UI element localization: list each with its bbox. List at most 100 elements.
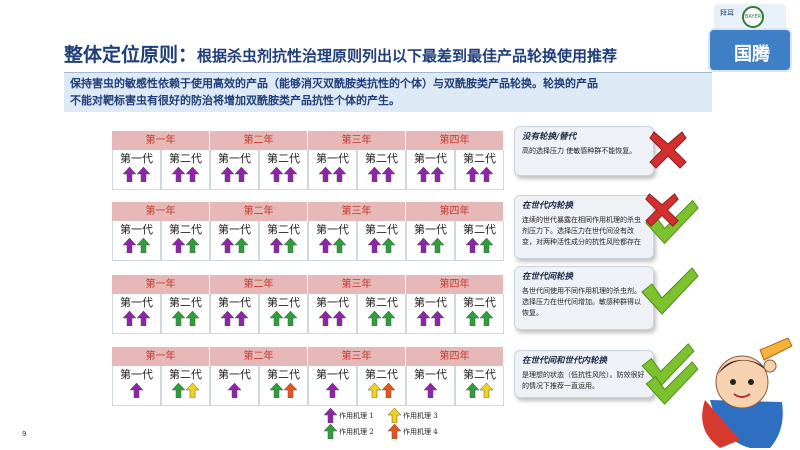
purple-arrow-icon xyxy=(123,238,136,253)
purple-arrow-icon xyxy=(137,167,150,182)
generation-label: 第二代 xyxy=(267,152,300,165)
generation-label: 第一代 xyxy=(120,368,153,381)
mode-of-action-arrows xyxy=(260,167,307,182)
purple-arrow-icon xyxy=(431,167,444,182)
yellow-arrow-icon xyxy=(388,408,401,423)
scenario-table-2: 第一年第二年第三年第四年第一代第二代第一代第二代第一代第二代第一代第二代 xyxy=(112,202,504,261)
green-arrow-icon xyxy=(172,383,185,398)
purple-arrow-icon xyxy=(221,167,234,182)
scenario-info-box: 没有轮换/替代高的选择压力 使敏感种群不能恢复。 xyxy=(514,126,654,176)
generation-row: 第一代第二代第一代第二代第一代第二代第一代第二代 xyxy=(112,294,504,334)
purple-arrow-icon xyxy=(417,167,430,182)
purple-arrow-icon xyxy=(221,238,234,253)
info-text: 各世代间使用不同作用机理的杀虫剂。选择压力在世代间增加。敏感种群得以恢复。 xyxy=(522,287,641,317)
legend-item: 作用机理 4 xyxy=(388,424,438,439)
generation-cell: 第二代 xyxy=(455,366,504,406)
generation-label: 第一代 xyxy=(120,223,153,236)
generation-label: 第二代 xyxy=(365,152,398,165)
generation-label: 第一代 xyxy=(414,152,447,165)
green-arrow-icon xyxy=(480,238,493,253)
purple-arrow-icon xyxy=(123,167,136,182)
green-arrow-icon xyxy=(382,311,395,326)
mode-of-action-arrows xyxy=(309,238,356,253)
green-arrow-icon xyxy=(431,238,444,253)
generation-label: 第二代 xyxy=(169,368,202,381)
generation-row: 第一代第二代第一代第二代第一代第二代第一代第二代 xyxy=(112,150,504,190)
year-cell: 第二年 xyxy=(210,131,308,150)
purple-arrow-icon xyxy=(324,408,337,423)
info-text: 高的选择压力 使敏感种群不能恢复。 xyxy=(522,147,637,155)
year-cell: 第三年 xyxy=(308,202,406,221)
year-cell: 第一年 xyxy=(112,202,210,221)
purple-arrow-icon xyxy=(431,311,444,326)
purple-arrow-icon xyxy=(319,167,332,182)
generation-cell: 第二代 xyxy=(357,150,406,190)
green-arrow-icon xyxy=(270,383,283,398)
mode-of-action-arrows xyxy=(260,311,307,326)
generation-label: 第一代 xyxy=(316,152,349,165)
green-arrow-icon xyxy=(284,311,297,326)
yellow-arrow-icon xyxy=(480,383,493,398)
mode-of-action-arrows xyxy=(162,167,209,182)
scenario-info-box: 在世代间和世代内轮换是理想的状态（低抗性风险）。防效很好的情况下推荐一直运用。 xyxy=(514,350,654,398)
brand-logo: 拜耳 BAYER 国腾 xyxy=(700,0,800,78)
purple-arrow-icon xyxy=(368,238,381,253)
year-header-row: 第一年第二年第三年第四年 xyxy=(112,202,504,221)
generation-cell: 第二代 xyxy=(161,294,210,334)
yellow-arrow-icon xyxy=(368,383,381,398)
brand-small-label: 拜耳 xyxy=(720,9,734,17)
mode-of-action-arrows xyxy=(309,311,356,326)
purple-arrow-icon xyxy=(270,238,283,253)
generation-row: 第一代第二代第一代第二代第一代第二代第一代第二代 xyxy=(112,366,504,406)
generation-label: 第二代 xyxy=(463,296,496,309)
purple-arrow-icon xyxy=(466,167,479,182)
year-cell: 第二年 xyxy=(210,275,308,294)
green-arrow-icon xyxy=(466,383,479,398)
green-arrow-icon xyxy=(480,311,493,326)
generation-label: 第二代 xyxy=(365,223,398,236)
info-title: 在世代内轮换 xyxy=(522,201,574,211)
generation-cell: 第二代 xyxy=(357,221,406,261)
generation-row: 第一代第二代第一代第二代第一代第二代第一代第二代 xyxy=(112,221,504,261)
generation-label: 第二代 xyxy=(463,368,496,381)
mode-of-action-arrows xyxy=(358,167,405,182)
mode-of-action-arrows xyxy=(407,311,454,326)
generation-cell: 第一代 xyxy=(308,221,357,261)
mode-of-action-arrows xyxy=(309,383,356,398)
generation-cell: 第二代 xyxy=(259,221,308,261)
green-arrow-icon xyxy=(382,238,395,253)
year-header-row: 第一年第二年第三年第四年 xyxy=(112,347,504,366)
year-cell: 第四年 xyxy=(406,275,504,294)
mode-of-action-arrows xyxy=(358,383,405,398)
generation-cell: 第二代 xyxy=(259,150,308,190)
evaluation-mark xyxy=(648,130,688,174)
generation-cell: 第一代 xyxy=(112,150,161,190)
info-title: 没有轮换/替代 xyxy=(522,132,577,142)
year-cell: 第一年 xyxy=(112,347,210,366)
purple-arrow-icon xyxy=(319,238,332,253)
mode-of-action-arrows xyxy=(211,167,258,182)
mode-of-action-arrows xyxy=(407,167,454,182)
mode-of-action-arrows xyxy=(113,238,160,253)
year-cell: 第四年 xyxy=(406,347,504,366)
generation-label: 第二代 xyxy=(267,296,300,309)
yellow-arrow-icon xyxy=(186,383,199,398)
mode-of-action-arrows xyxy=(358,238,405,253)
generation-label: 第一代 xyxy=(316,296,349,309)
year-cell: 第三年 xyxy=(308,275,406,294)
year-cell: 第二年 xyxy=(210,202,308,221)
generation-label: 第二代 xyxy=(365,368,398,381)
purple-arrow-icon xyxy=(270,167,283,182)
mode-of-action-arrows xyxy=(456,383,503,398)
purple-arrow-icon xyxy=(228,383,241,398)
generation-cell: 第二代 xyxy=(455,150,504,190)
year-cell: 第三年 xyxy=(308,131,406,150)
purple-arrow-icon xyxy=(130,383,143,398)
generation-cell: 第一代 xyxy=(210,150,259,190)
generation-cell: 第一代 xyxy=(210,221,259,261)
mode-of-action-arrows xyxy=(113,167,160,182)
purple-arrow-icon xyxy=(172,238,185,253)
generation-cell: 第一代 xyxy=(112,221,161,261)
generation-label: 第一代 xyxy=(120,296,153,309)
